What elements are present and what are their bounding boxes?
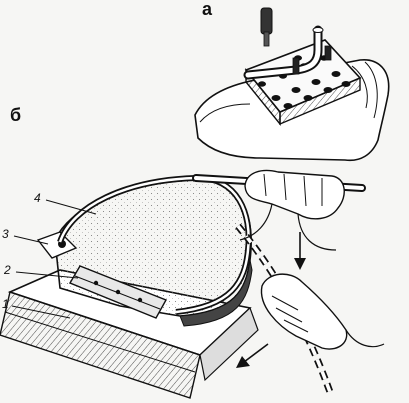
panel-b-drawing (0, 169, 385, 399)
panel-a-plate-front-face (279, 76, 361, 126)
panel-b-bench-front (0, 291, 201, 399)
panel-b-hand-bottom (260, 273, 348, 350)
part-number-4: 4 (34, 191, 41, 205)
panel-b-clamp (36, 231, 78, 259)
part-number-1: 1 (2, 297, 9, 311)
part-number-3: 3 (2, 227, 9, 241)
panel-b-bench-side (199, 306, 259, 382)
part-number-2: 2 (4, 263, 11, 277)
panel-label-a: а (202, 0, 213, 19)
panel-b-hand-top (244, 169, 345, 220)
panel-b-arrow-diagonal (243, 343, 269, 363)
panel-a-peg (260, 7, 273, 35)
panel-label-b: б (10, 105, 22, 125)
panel-a-drawing (194, 7, 390, 162)
